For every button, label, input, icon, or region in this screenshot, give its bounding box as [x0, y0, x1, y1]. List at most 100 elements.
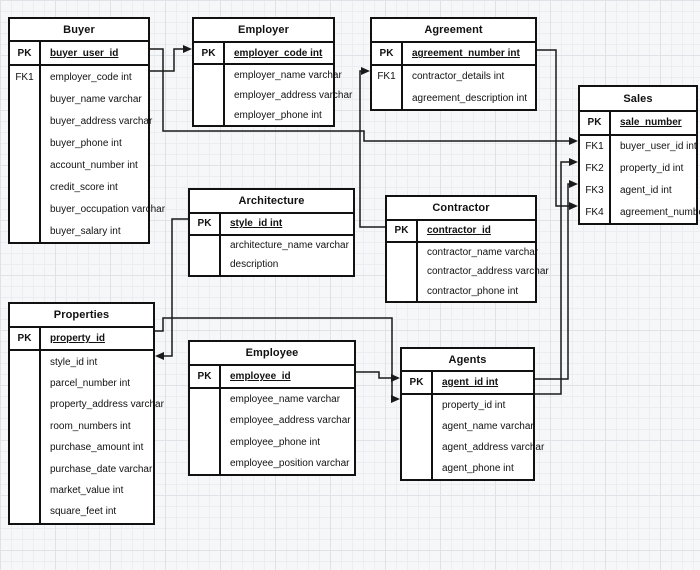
key-cell	[387, 262, 418, 282]
field-row: description	[190, 255, 353, 275]
field-row: buyer_phone int	[10, 132, 148, 154]
key-cell	[372, 87, 403, 109]
key-cell: PK	[10, 328, 41, 350]
field-name: contractor_details int	[412, 71, 505, 83]
field-row: agreement_description int	[372, 87, 535, 109]
arrowhead-agents-pk-to-sales-fk3	[569, 180, 578, 188]
field-row: employee_position varchar	[190, 452, 354, 474]
table-title-contractor: Contractor	[387, 197, 535, 221]
table-title-buyer: Buyer	[10, 19, 148, 42]
key-cell	[10, 479, 41, 502]
field-name: employee_address varchar	[230, 415, 351, 427]
key-cell	[10, 154, 41, 176]
connector-buyer-fk-to-employer-pk[interactable]	[150, 48, 183, 72]
field-name: employer_name varchar	[234, 69, 342, 81]
key-cell	[10, 198, 41, 220]
connector-agreement-pk-to-sales-fk4[interactable]	[537, 49, 569, 207]
table-title-properties: Properties	[10, 304, 153, 328]
field-row: room_numbers int	[10, 415, 153, 437]
field-name: contractor_phone int	[427, 285, 519, 297]
connector-contractor-pk-to-agreement-fk1[interactable]	[359, 70, 385, 228]
field-row: employee_phone int	[190, 431, 354, 453]
key-cell	[10, 132, 41, 154]
field-row: purchase_date varchar	[10, 458, 153, 480]
connector-architecture-pk-to-properties-style[interactable]	[164, 218, 188, 357]
field-name: purchase_amount int	[50, 442, 144, 454]
field-name: buyer_user_id int	[620, 141, 697, 153]
field-name: style_id int	[50, 356, 98, 368]
table-title-employer: Employer	[194, 19, 333, 43]
field-name: property_address varchar	[50, 399, 164, 411]
field-row: market_value int	[10, 479, 153, 502]
field-row: buyer_occupation varchar	[10, 198, 165, 220]
field-name: employer_address varchar	[234, 89, 353, 101]
field-name: employee_id	[230, 371, 291, 383]
field-row: employer_name varchar	[194, 65, 342, 85]
key-cell	[387, 242, 418, 262]
table-title-agreement: Agreement	[372, 19, 535, 43]
arrowhead-properties-pk-to-agents-property	[391, 395, 400, 403]
key-cell: PK	[387, 221, 418, 241]
key-cell	[402, 416, 433, 437]
field-row: parcel_number int	[10, 372, 153, 395]
connector-employee-pk-to-agents-pk[interactable]	[356, 371, 391, 379]
field-row: architecture_name varchar	[190, 235, 353, 255]
key-cell: PK	[194, 43, 225, 63]
field-row: employer_phone int	[194, 105, 333, 125]
connector-agents-property-to-sales-fk2[interactable]	[535, 161, 569, 395]
connector-agents-pk-to-sales-fk3[interactable]	[535, 183, 569, 380]
key-cell	[10, 88, 41, 110]
field-row: contractor_phone int	[387, 281, 535, 301]
field-row: property_address varchar	[10, 394, 164, 416]
field-name: style_id int	[230, 218, 283, 230]
table-title-sales: Sales	[580, 87, 696, 112]
key-cell: FK2	[580, 157, 611, 180]
field-name: employee_position varchar	[230, 457, 350, 469]
field-name: agent_id int	[442, 377, 499, 388]
field-row: property_id int	[402, 395, 533, 416]
key-cell	[10, 176, 41, 198]
key-cell	[190, 410, 221, 432]
field-row: credit_score int	[10, 176, 148, 198]
key-cell: FK4	[580, 201, 611, 223]
arrowhead-buyer-pk-to-sales-fk1	[569, 137, 578, 145]
field-name: agreement_description int	[412, 92, 528, 104]
key-cell	[194, 105, 225, 125]
key-cell	[190, 431, 221, 453]
field-name: purchase_date varchar	[50, 463, 153, 475]
field-row: agent_name varchar	[402, 416, 534, 437]
key-cell: FK1	[372, 66, 403, 88]
key-cell	[10, 372, 41, 395]
table-title-architecture: Architecture	[190, 190, 353, 214]
field-row: employee_name varchar	[190, 389, 354, 411]
key-cell	[194, 65, 225, 85]
field-name: agent_id int	[620, 184, 672, 196]
field-name: contractor_address varchar	[427, 266, 549, 278]
key-cell: PK	[190, 366, 221, 388]
field-name: agreement_number	[620, 206, 700, 218]
field-name: contractor_name varchar	[427, 246, 539, 258]
key-cell: PK	[372, 43, 403, 65]
connector-buyer-pk-to-sales-fk1[interactable]	[150, 48, 569, 142]
field-name: parcel_number int	[50, 377, 131, 389]
field-name: room_numbers int	[50, 420, 131, 432]
arrowhead-contractor-pk-to-agreement-fk1	[361, 67, 370, 75]
field-name: buyer_address varchar	[50, 115, 153, 127]
table-title-employee: Employee	[190, 342, 354, 366]
field-name: employer_code int	[50, 71, 132, 83]
